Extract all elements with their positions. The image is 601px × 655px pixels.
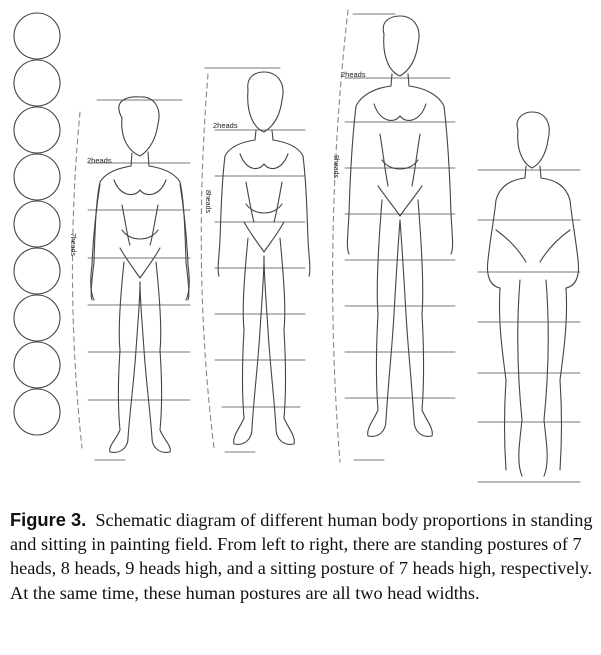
figure-9-heads bbox=[332, 9, 456, 463]
caption-label: Figure 3. bbox=[10, 509, 87, 530]
height-label-7heads: 7heads bbox=[69, 233, 76, 256]
height-label-8heads: 8heads bbox=[204, 190, 211, 213]
height-label-9heads: 9heads bbox=[332, 155, 339, 178]
caption-text: Schematic diagram of different human bod… bbox=[10, 510, 593, 603]
guide-lines-sitting bbox=[477, 169, 581, 483]
head-unit-circles bbox=[13, 12, 61, 436]
guide-lines-9heads bbox=[344, 13, 456, 461]
figure-sitting-7-heads bbox=[477, 111, 581, 483]
figure-8-heads bbox=[200, 67, 311, 453]
guide-lines-8heads bbox=[204, 67, 306, 453]
guide-lines-7heads bbox=[87, 99, 191, 461]
figure-7-heads bbox=[71, 96, 191, 461]
head-width-label: 2heads bbox=[87, 156, 112, 165]
head-width-label: 2heads bbox=[341, 70, 366, 79]
proportion-diagram: 2heads 2heads 2heads 7heads 8heads 9head… bbox=[13, 9, 581, 483]
head-width-label: 2heads bbox=[213, 121, 238, 130]
figure-caption: Figure 3. Schematic diagram of different… bbox=[10, 508, 596, 605]
